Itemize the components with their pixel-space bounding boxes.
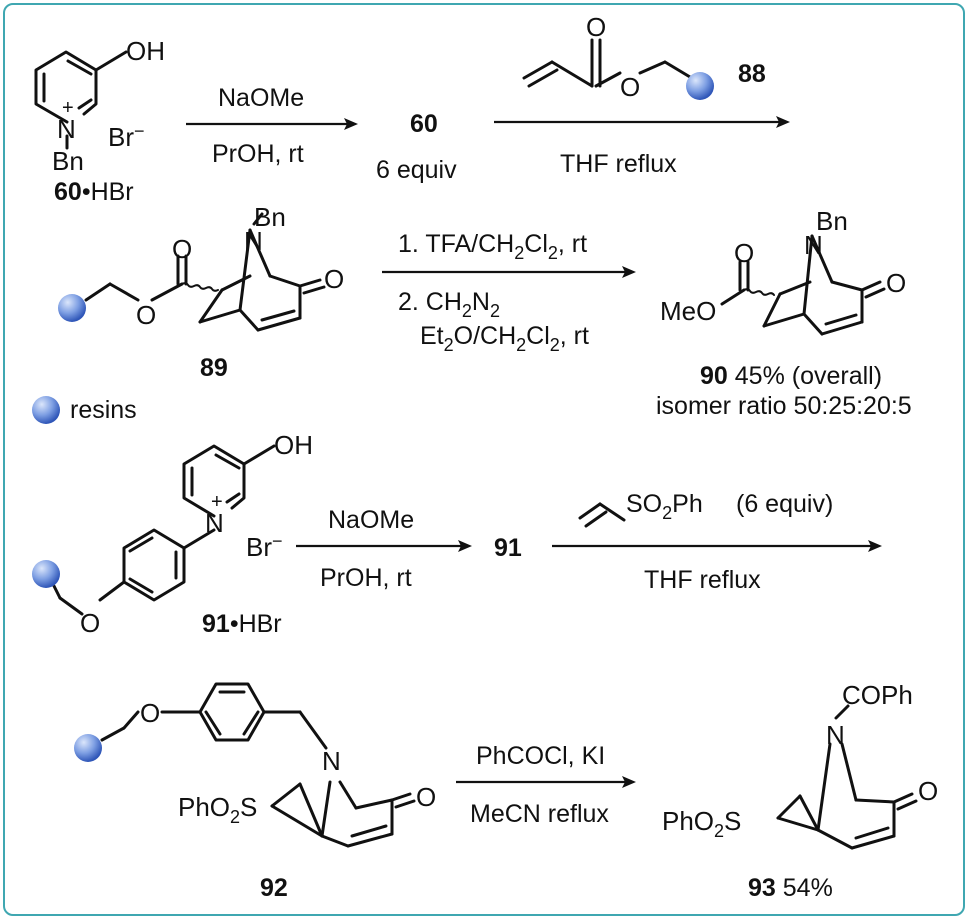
plus-charge-91: +	[211, 491, 223, 513]
tropane-89-structure	[58, 212, 326, 332]
arrow4-conditions: PrOH, rt	[320, 564, 412, 592]
phenylsulfonyl-92: PhO2S	[178, 792, 258, 827]
atom-o-ketone-92: O	[416, 782, 437, 812]
arrow5-conditions: THF reflux	[644, 566, 761, 594]
atom-oh-91: OH	[274, 430, 313, 460]
reaction-arrow-3	[382, 266, 636, 278]
atom-o-ester-89: O	[136, 300, 157, 330]
arrow2-conditions: THF reflux	[560, 150, 677, 178]
label-60: 60	[410, 110, 438, 138]
vinyl-sulfone-equiv: (6 equiv)	[736, 490, 834, 518]
atom-o-92: O	[140, 698, 161, 728]
reaction-arrow-4	[296, 540, 472, 552]
atom-meo-90: MeO	[660, 296, 717, 326]
phenylsulfonyl-93: PhO2S	[662, 806, 742, 841]
atom-bn-90: Bn	[816, 206, 848, 236]
arrow1-reagent: NaOMe	[218, 84, 305, 112]
step2-solvent: Et2O/CH2Cl2, rt	[420, 322, 589, 355]
arrow4-reagent: NaOMe	[328, 506, 415, 534]
atom-o-ester-88: O	[620, 72, 641, 102]
equiv-60: 6 equiv	[376, 156, 457, 184]
reaction-arrow-1	[186, 118, 358, 130]
atom-o-ketone-93: O	[918, 776, 939, 806]
label-88: 88	[738, 60, 766, 88]
arrow6-reagent: PhCOCl, KI	[476, 742, 606, 770]
atom-coph-93: COPh	[842, 680, 913, 710]
atom-o-ketone-90: O	[886, 268, 907, 298]
atom-o-ketone-89: O	[324, 264, 345, 294]
vinyl-sulfone-label: SO2Ph	[626, 490, 703, 523]
atom-o-91: O	[80, 608, 101, 638]
label-89: 89	[200, 354, 228, 382]
step1-conditions: 1. TFA/CH2Cl2, rt	[398, 230, 588, 263]
resin-legend-label: resins	[70, 396, 137, 424]
plus-charge-60: +	[62, 97, 74, 119]
atom-bn-60: Bn	[52, 146, 84, 176]
atom-oh-60: OH	[126, 36, 165, 66]
bromide-60: Br−	[108, 121, 145, 152]
pyridinium-60-structure	[34, 50, 128, 150]
resin-legend-icon	[32, 396, 60, 424]
atom-o-carbonyl-90: O	[734, 238, 755, 268]
reaction-arrow-5	[552, 540, 882, 552]
label-90-yield: 90 45% (overall)	[700, 362, 883, 390]
pyridinium-91-structure	[32, 444, 276, 616]
acrylate-88-structure	[522, 38, 714, 100]
reaction-arrow-6	[456, 776, 636, 788]
label-91: 91	[494, 534, 522, 562]
atom-n-89: N	[244, 226, 263, 256]
atom-n-90: N	[804, 230, 823, 260]
tropane-93-structure	[776, 704, 918, 850]
tropane-90-structure	[720, 234, 886, 336]
atom-n-93: N	[826, 720, 845, 750]
atom-n-92: N	[322, 746, 341, 776]
figure-border	[3, 3, 965, 916]
arrow1-conditions: PrOH, rt	[212, 140, 304, 168]
isomer-ratio: isomer ratio 50:25:20:5	[656, 392, 912, 420]
label-93-yield: 93 54%	[748, 874, 833, 902]
vinyl-sulfone-structure	[578, 502, 626, 528]
atom-o-carbonyl-88: O	[586, 12, 607, 42]
tropane-92-structure	[74, 682, 416, 848]
bromide-91: Br−	[246, 531, 283, 562]
label-92: 92	[260, 874, 288, 902]
atom-n-91: N	[205, 508, 224, 538]
reaction-arrow-2	[494, 116, 790, 128]
label-60-hbr: 60•HBr	[54, 178, 134, 206]
step2-conditions: 2. CH2N2	[398, 288, 500, 321]
label-91-hbr: 91•HBr	[202, 610, 282, 638]
atom-n-60: N	[57, 114, 76, 144]
atom-o-carbonyl-89: O	[172, 234, 193, 264]
arrow6-conditions: MeCN reflux	[470, 800, 609, 828]
atom-bn-89: Bn	[254, 202, 286, 232]
